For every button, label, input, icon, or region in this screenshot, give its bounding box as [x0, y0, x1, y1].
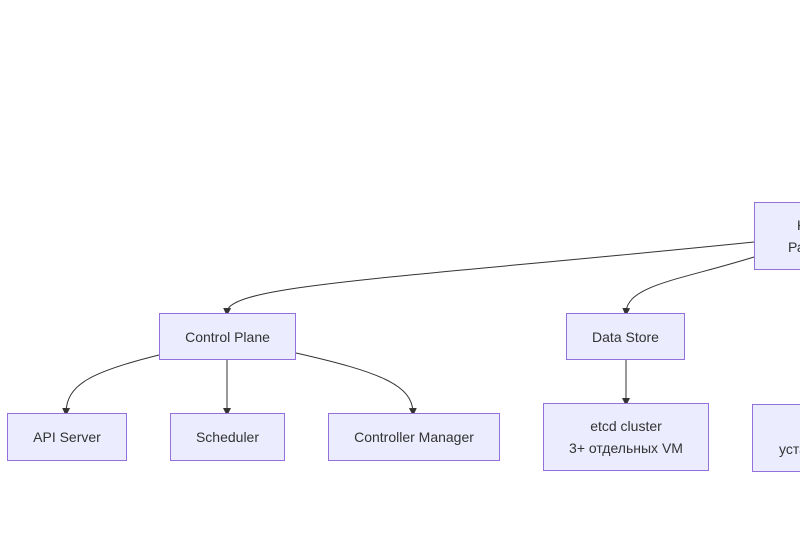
node-api-server-label: API Server: [33, 429, 101, 445]
node-api-server: API Server: [7, 413, 127, 461]
node-root-line1: K: [788, 214, 800, 236]
node-etcd-cluster: etcd cluster 3+ отдельных VM: [543, 403, 709, 471]
edge-control-plane-controller-manager: [295, 352, 417, 416]
node-data-store-label: Data Store: [592, 328, 659, 345]
node-partial-right: уста: [752, 404, 800, 472]
node-partial-right-line2: уста: [779, 441, 800, 457]
node-root-line2: Раз: [788, 239, 800, 255]
edge-control-plane-api-server: [62, 354, 160, 416]
node-etcd-line2: 3+ отдельных VM: [569, 440, 683, 456]
node-scheduler-label: Scheduler: [195, 429, 260, 445]
node-root: K Раз: [754, 202, 800, 270]
node-scheduler: Scheduler: [170, 413, 285, 461]
node-controller-manager-label: Controller Manager: [354, 429, 474, 445]
node-controller-manager: Controller Manager: [328, 413, 500, 461]
node-etcd-line1: etcd cluster: [590, 418, 662, 434]
node-control-plane-label: Control Plane: [185, 328, 270, 345]
edge-root-data-store: [622, 256, 755, 316]
node-control-plane: Control Plane: [159, 313, 296, 360]
edge-root-control-plane: [223, 241, 755, 316]
node-data-store: Data Store: [566, 313, 685, 360]
